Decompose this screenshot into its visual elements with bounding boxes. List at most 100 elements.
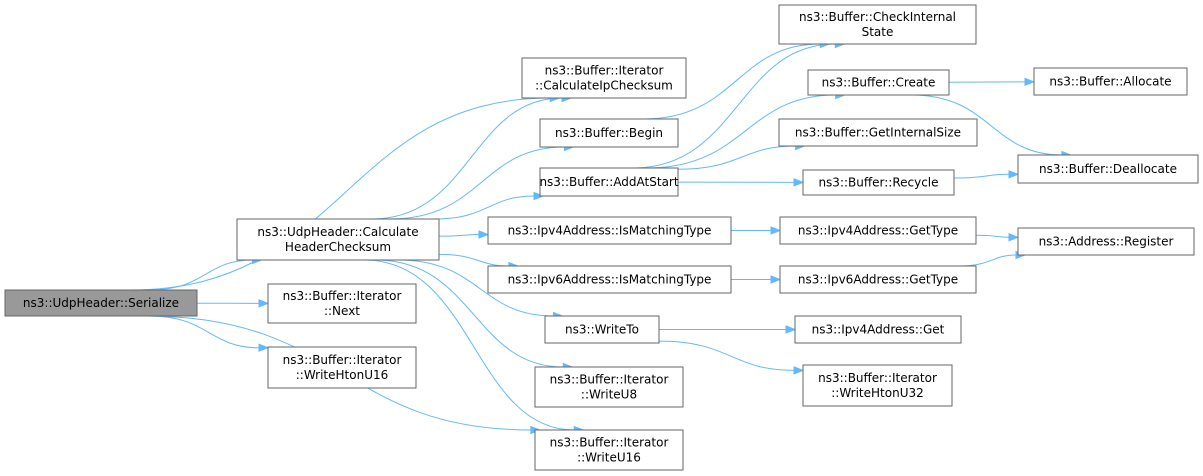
node-label: ns3::Ipv4Address::IsMatchingType — [508, 224, 712, 238]
edge-line — [434, 195, 535, 220]
edge-line — [390, 146, 565, 220]
edge-ipv6_is_matching-to-ipv6_get_type — [730, 275, 782, 284]
node-get-internal-size[interactable]: ns3::Buffer::GetInternalSize — [778, 118, 978, 147]
node-ipv4-get-type[interactable]: ns3::Ipv4Address::GetType — [779, 216, 977, 245]
node-box — [778, 118, 978, 147]
node-label: ns3::Buffer::Iterator — [818, 371, 937, 385]
node-box — [779, 216, 977, 245]
edge-line — [371, 97, 563, 220]
node-label: ns3::Buffer::AddAtStart — [539, 175, 678, 189]
node-label: ns3::WriteTo — [565, 323, 639, 337]
edge-line — [958, 254, 1017, 267]
arrowhead-icon — [478, 230, 490, 239]
edge-serialize-to-write_hton_u16 — [149, 315, 270, 352]
node-label: State — [862, 25, 894, 39]
node-box — [807, 69, 950, 96]
arrowhead-icon — [770, 275, 782, 284]
node-label: ns3::Buffer::CheckInternal — [799, 10, 956, 24]
node-label: ns3::Ipv4Address::GetType — [798, 224, 958, 238]
edge-add_at_start-to-buffer_recycle — [677, 178, 805, 187]
node-write-hton-u16[interactable]: ns3::Buffer::Iterator::WriteHtonU16 — [267, 346, 417, 389]
node-box — [521, 57, 687, 99]
node-box — [802, 169, 955, 196]
node-ipv6-get-type[interactable]: ns3::Ipv6Address::GetType — [779, 265, 977, 294]
node-box — [539, 167, 679, 197]
edge-line — [438, 234, 480, 237]
arrowhead-icon — [785, 325, 797, 334]
node-label: ns3::Buffer::Iterator — [550, 373, 669, 387]
node-ipv6-is-matching[interactable]: ns3::Ipv6Address::IsMatchingType — [487, 265, 732, 294]
arrowhead-icon — [770, 226, 782, 235]
edge-line — [953, 173, 1010, 179]
edge-line — [975, 234, 1010, 238]
node-label: ::Next — [324, 304, 360, 318]
node-buffer-create[interactable]: ns3::Buffer::Create — [807, 69, 950, 96]
edge-write_to-to-write_hton_u32 — [658, 340, 805, 375]
edge-ipv6_get_type-to-address_register — [958, 250, 1027, 267]
node-label: ns3::Ipv4Address::Get — [812, 323, 945, 337]
node-box — [487, 265, 732, 294]
node-label: ns3::Buffer::Iterator — [550, 436, 669, 450]
node-box — [539, 118, 679, 148]
edge-ipv4_get_type-to-address_register — [975, 233, 1020, 242]
node-box — [236, 218, 440, 261]
node-label: HeaderChecksum — [285, 240, 391, 254]
edge-line — [646, 94, 836, 169]
edge-line — [658, 340, 795, 371]
arrowhead-icon — [1024, 77, 1036, 87]
node-calc-ip-checksum[interactable]: ns3::Buffer::Iterator::CalculateIpChecks… — [521, 57, 687, 99]
node-iter-next[interactable]: ns3::Buffer::Iterator::Next — [267, 283, 417, 324]
edge-serialize-to-iter_next — [196, 299, 270, 308]
call-nodes: ns3::UdpHeader::Serialize ns3::UdpHeader:… — [4, 4, 1199, 471]
node-buffer-deallocate[interactable]: ns3::Buffer::Deallocate — [1017, 154, 1199, 184]
node-address-register[interactable]: ns3::Address::Register — [1017, 227, 1195, 256]
edge-line — [911, 94, 1062, 156]
edge-line — [438, 253, 509, 267]
node-label: ::WriteU16 — [577, 451, 641, 465]
node-write-hton-u32[interactable]: ns3::Buffer::Iterator::WriteHtonU32 — [802, 364, 953, 407]
node-box — [487, 216, 732, 245]
node-label: ::WriteHtonU16 — [296, 368, 389, 382]
node-label: ns3::UdpHeader::Calculate — [257, 225, 418, 239]
node-box — [778, 4, 977, 45]
node-label: ::CalculateIpChecksum — [535, 79, 673, 93]
node-add-at-start[interactable]: ns3::Buffer::AddAtStart — [539, 167, 679, 197]
node-box — [1017, 227, 1195, 256]
edge-serialize-to-calc_ip_checksum — [130, 93, 561, 291]
node-serialize[interactable]: ns3::UdpHeader::Serialize — [4, 289, 198, 317]
edge-write_to-to-ipv4_get — [658, 325, 797, 334]
arrowhead-icon — [793, 178, 805, 187]
arrowhead-icon — [1008, 170, 1020, 179]
edge-line — [149, 259, 253, 291]
node-label: ns3::Buffer::Begin — [555, 126, 663, 140]
node-box — [267, 283, 417, 324]
edge-calc_header-to-ipv4_is_matching — [438, 230, 490, 239]
node-box — [534, 429, 684, 471]
edge-calc_header-to-calc_ip_checksum — [371, 93, 573, 220]
node-ipv4-get[interactable]: ns3::Ipv4Address::Get — [794, 315, 962, 344]
arrowhead-icon — [533, 191, 545, 201]
arrowhead-icon — [793, 366, 805, 375]
edge-buffer_recycle-to-buffer_deallocate — [953, 170, 1020, 179]
node-box — [1017, 154, 1199, 184]
node-ipv4-is-matching[interactable]: ns3::Ipv4Address::IsMatchingType — [487, 216, 732, 245]
node-label: ns3::Buffer::Iterator — [283, 353, 402, 367]
arrowhead-icon — [1008, 233, 1020, 242]
node-write-u8[interactable]: ns3::Buffer::Iterator::WriteU8 — [534, 366, 684, 408]
node-buffer-recycle[interactable]: ns3::Buffer::Recycle — [802, 169, 955, 196]
edge-line — [398, 259, 554, 317]
node-buffer-begin[interactable]: ns3::Buffer::Begin — [539, 118, 679, 148]
node-buffer-allocate[interactable]: ns3::Buffer::Allocate — [1033, 67, 1188, 96]
edge-ipv4_is_matching-to-ipv4_get_type — [731, 226, 782, 235]
node-write-u16[interactable]: ns3::Buffer::Iterator::WriteU16 — [534, 429, 684, 471]
node-label: ns3::UdpHeader::Serialize — [23, 296, 179, 310]
node-box — [4, 289, 198, 317]
node-box — [794, 315, 962, 344]
node-write-to[interactable]: ns3::WriteTo — [544, 315, 660, 344]
node-label: ns3::Buffer::Create — [822, 76, 936, 90]
arrowhead-icon — [258, 343, 270, 352]
node-box — [779, 265, 977, 294]
